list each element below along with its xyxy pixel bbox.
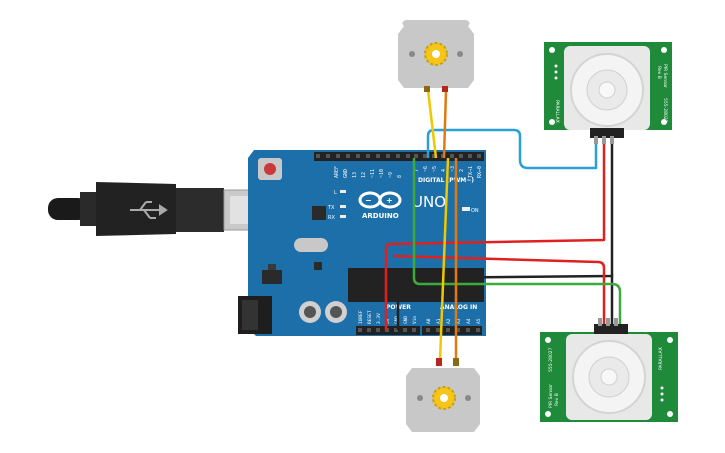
usb-icon — [130, 201, 168, 219]
sensor-maker: PARALLAX — [554, 100, 560, 123]
pin-label: Vin — [412, 316, 418, 324]
sensor-rev: Rev B — [656, 66, 662, 79]
wire-red-top-sensor — [384, 144, 606, 330]
gear-icon — [424, 42, 448, 66]
usb-cable — [48, 182, 265, 236]
svg-text:−: − — [365, 196, 372, 205]
pin-label: AREF — [334, 166, 340, 178]
pin-label: ~6 — [423, 166, 429, 172]
dc-motor-bottom — [406, 358, 480, 432]
led-l-label: L — [334, 190, 337, 196]
pin-label: ~9 — [388, 172, 394, 178]
sensor-rev: Rev B — [554, 393, 560, 406]
sensor-maker: PARALLAX — [658, 347, 664, 370]
sensor-part: 555-28027 — [662, 98, 668, 123]
led-rx — [340, 215, 346, 218]
arduino-logo-icon — [358, 191, 402, 209]
led-l — [340, 190, 346, 193]
wire-yellow-top-motor — [426, 89, 438, 159]
dc-motor-top — [398, 20, 474, 92]
pin-label: 12 — [361, 172, 367, 178]
pin-label: 5V — [385, 318, 391, 324]
analog-header — [422, 326, 482, 335]
pin-label: A3 — [456, 318, 462, 324]
pin-label: IOREF — [358, 310, 364, 324]
gear-icon — [432, 386, 456, 410]
pin-label: A5 — [476, 318, 482, 324]
pin-label: 7 — [414, 169, 420, 172]
wires — [384, 89, 622, 361]
analog-header-label: ANALOG IN — [440, 304, 477, 311]
svg-text:+: + — [386, 196, 393, 205]
wire-black-top-sensor — [396, 144, 614, 330]
pin-label: 4 — [441, 169, 447, 172]
pin-label: A0 — [426, 318, 432, 324]
digital-header-right — [410, 152, 484, 161]
pin-label: 3.3V — [376, 313, 382, 324]
led-rx-label: RX — [328, 215, 335, 221]
led-on-label: ON — [471, 208, 479, 214]
pin-label: 2 — [459, 169, 465, 172]
sensor-part: 555-28027 — [548, 347, 554, 372]
wire-green — [412, 158, 622, 326]
led-tx-label: TX — [327, 205, 335, 211]
pin-label: A4 — [466, 318, 472, 324]
sensor-title: PIR Sensor — [548, 384, 554, 408]
pin-label: ~11 — [370, 169, 376, 178]
led-tx — [340, 205, 346, 208]
board-model: UNO — [412, 193, 446, 211]
pin-label: A2 — [446, 318, 452, 324]
pin-label: GND — [343, 169, 349, 178]
regulator — [262, 270, 282, 284]
pin-label: ~10 — [379, 169, 385, 178]
pir-sensor-top: PIR Sensor Rev B 555-28027 PARALLAX — [544, 42, 672, 144]
wire-red-bottom-sensor — [393, 254, 606, 326]
pin-label: TX→1 — [468, 166, 474, 178]
pin-label: A1 — [436, 318, 442, 324]
pir-sensor-bottom: PIR Sensor Rev B 555-28027 PARALLAX — [540, 318, 678, 422]
wire-orange-top-motor — [442, 89, 448, 159]
digital-header-left — [314, 152, 414, 161]
arduino-uno-board: AREF GND 13 12 ~11 ~10 ~9 8 7 ~6 ~5 4 ~3… — [238, 150, 486, 336]
led-on — [462, 207, 470, 211]
pin-label: ~3 — [450, 166, 456, 172]
board-brand: ARDUINO — [362, 212, 399, 220]
usb-chip — [312, 206, 326, 220]
pin-label: 8 — [397, 175, 403, 178]
crystal — [294, 238, 328, 252]
pin-label: ~5 — [432, 166, 438, 172]
pin-label: GND — [403, 316, 409, 324]
pin-label: 13 — [352, 172, 358, 178]
pin-label: RESET — [367, 310, 373, 324]
wire-yellow-bottom-motor — [438, 157, 450, 361]
sensor-title: PIR Sensor — [662, 64, 668, 88]
pin-label: RX←0 — [477, 166, 483, 178]
wire-blue — [426, 128, 598, 170]
